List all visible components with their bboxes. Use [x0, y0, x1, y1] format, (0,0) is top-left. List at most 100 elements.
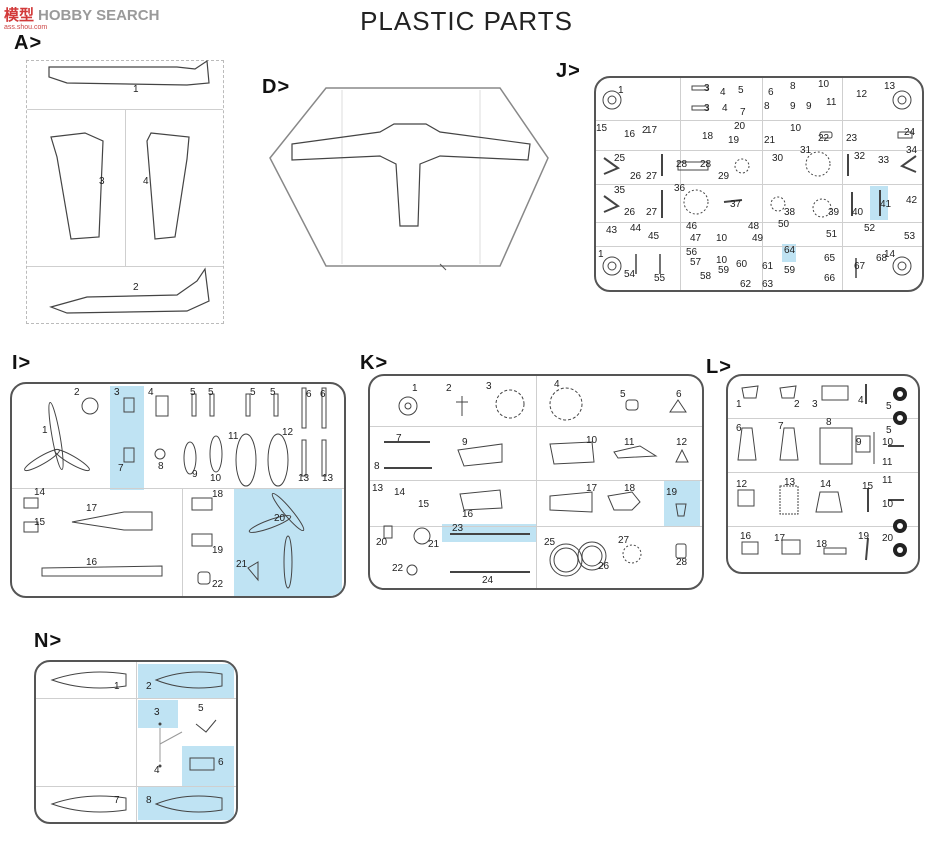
- part-number: 39: [828, 207, 840, 218]
- part-number: 10: [790, 123, 802, 134]
- part-number: 19: [212, 545, 224, 556]
- part-number: 10: [882, 437, 894, 448]
- part-number: 7: [114, 795, 120, 806]
- part-number: 52: [864, 223, 876, 234]
- part-number: 15: [34, 517, 46, 528]
- part-number: 42: [906, 195, 918, 206]
- part-number: 14: [820, 479, 832, 490]
- part-number: 3: [154, 707, 160, 718]
- sprue-i-label: I>: [12, 352, 32, 374]
- sprue-n-label: N>: [34, 630, 63, 652]
- part-number: 48: [748, 221, 760, 232]
- part-number: 2: [146, 681, 152, 692]
- part-number: 4: [148, 387, 154, 398]
- sprue-a-label: A>: [14, 32, 43, 54]
- part-number: 5: [886, 425, 892, 436]
- part-number: 9: [790, 101, 796, 112]
- part-number: 4: [554, 379, 560, 390]
- site-logo-url: ass.shou.com: [4, 24, 48, 31]
- part-number: 63: [762, 279, 774, 290]
- part-number: 61: [762, 261, 774, 272]
- part-number: 9: [192, 469, 198, 480]
- part-number: 1: [114, 681, 120, 692]
- part-number: 12: [736, 479, 748, 490]
- part-number: 62: [740, 279, 752, 290]
- part-number: 5: [208, 387, 214, 398]
- part-number: 47: [690, 233, 702, 244]
- part-number: 3: [486, 381, 492, 392]
- part-number: 1: [736, 399, 742, 410]
- part-number: 17: [646, 125, 658, 136]
- part-number: 19: [728, 135, 740, 146]
- part-number: 4: [858, 395, 864, 406]
- part-number: 24: [904, 127, 916, 138]
- part-number: 10: [586, 435, 598, 446]
- part-number: 16: [86, 557, 98, 568]
- sprue-j-label: J>: [556, 60, 581, 82]
- part-number: 54: [624, 269, 636, 280]
- part-number: 49: [752, 233, 764, 244]
- part-number: 17: [86, 503, 98, 514]
- part-number: 59: [784, 265, 796, 276]
- sprue-d-label: D>: [262, 76, 291, 98]
- part-number: 28: [700, 159, 712, 170]
- part-number: 3: [99, 176, 105, 187]
- part-number: 58: [700, 271, 712, 282]
- part-number: 3: [704, 83, 710, 94]
- part-number: 21: [764, 135, 776, 146]
- part-number: 15: [862, 481, 874, 492]
- part-number: 1: [42, 425, 48, 436]
- part-number: 16: [740, 531, 752, 542]
- part-number: 6: [320, 389, 326, 400]
- part-number: 1: [412, 383, 418, 394]
- part-number: 12: [282, 427, 294, 438]
- part-number: 59: [718, 265, 730, 276]
- part-number: 53: [904, 231, 916, 242]
- part-number: 23: [452, 523, 464, 534]
- part-number: 13: [784, 477, 796, 488]
- part-number: 1: [133, 84, 139, 95]
- part-number: 32: [854, 151, 866, 162]
- part-number: 30: [772, 153, 784, 164]
- part-number: 26: [598, 561, 610, 572]
- part-number: 5: [190, 387, 196, 398]
- part-number: 10: [716, 233, 728, 244]
- part-number: 11: [882, 475, 893, 486]
- part-number: 7: [778, 421, 784, 432]
- part-number: 27: [646, 171, 658, 182]
- part-number: 20: [274, 513, 286, 524]
- part-number: 7: [118, 463, 124, 474]
- part-number: 18: [702, 131, 714, 142]
- part-number: 67: [854, 261, 866, 272]
- part-number: 4: [720, 87, 726, 98]
- sprue-a-parts: [48, 59, 210, 314]
- sprue-j-parts: [602, 85, 917, 278]
- part-number: 21: [428, 539, 440, 550]
- part-number: 18: [212, 489, 224, 500]
- part-number: 57: [690, 257, 702, 268]
- part-number: 4: [143, 176, 149, 187]
- part-number: 14: [394, 487, 406, 498]
- sprue-l-label: L>: [706, 356, 732, 378]
- part-number: 17: [774, 533, 786, 544]
- part-number: 8: [146, 795, 152, 806]
- sprue-k: [368, 374, 704, 590]
- part-number: 18: [816, 539, 828, 550]
- part-number: 20: [376, 537, 388, 548]
- part-number: 24: [482, 575, 494, 586]
- part-number: 65: [824, 253, 836, 264]
- part-number: 38: [784, 207, 796, 218]
- part-number: 16: [624, 129, 636, 140]
- part-number: 5: [198, 703, 204, 714]
- part-number: 21: [236, 559, 248, 570]
- part-number: 60: [736, 259, 748, 270]
- part-number: 15: [596, 123, 608, 134]
- part-number: 27: [618, 535, 630, 546]
- part-number: 8: [790, 81, 796, 92]
- part-number: 13: [298, 473, 310, 484]
- page-title: PLASTIC PARTS: [360, 6, 573, 36]
- part-number: 10: [716, 255, 728, 266]
- part-number: 3: [812, 399, 818, 410]
- part-number: 18: [624, 483, 636, 494]
